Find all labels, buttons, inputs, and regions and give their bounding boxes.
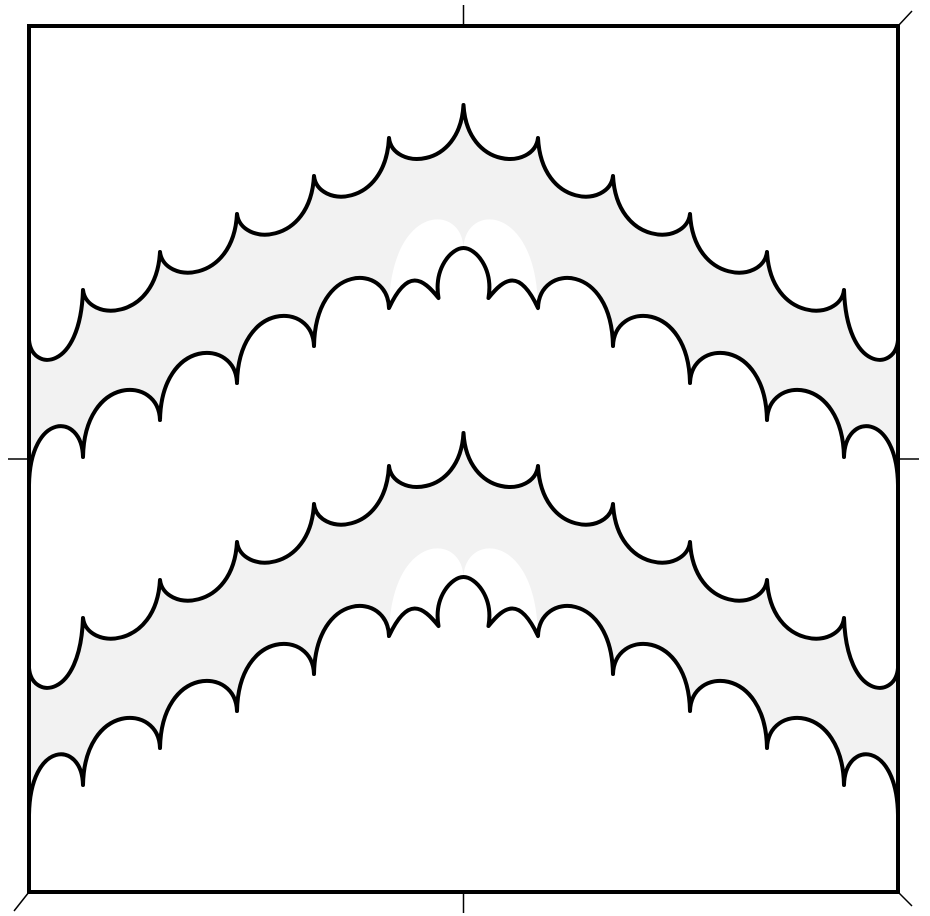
tick-corner-top-right [898,11,912,26]
tick-corner-bottom-left [14,892,29,911]
tick-corner-bottom-right [898,892,912,906]
